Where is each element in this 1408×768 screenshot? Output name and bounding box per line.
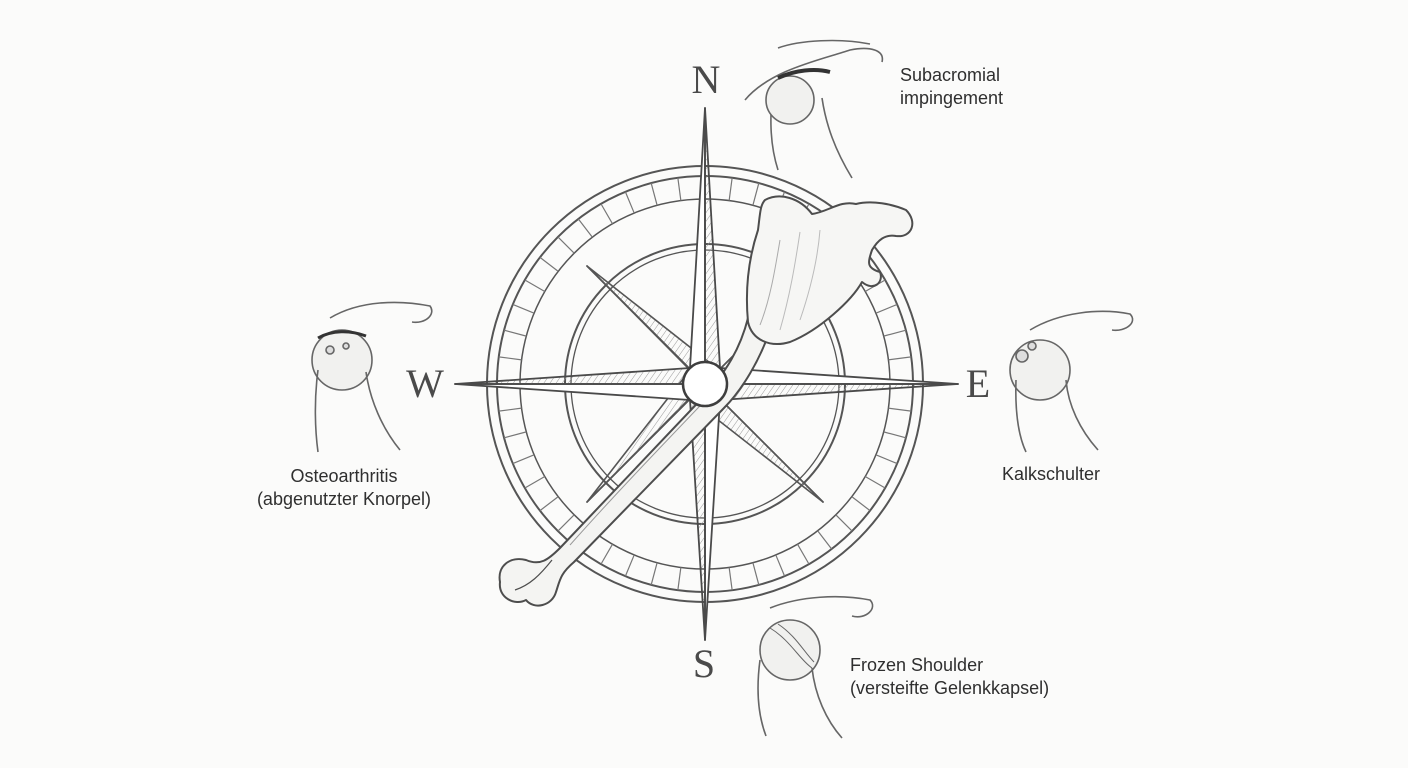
label-subacromial-impingement: Subacromial impingement	[900, 64, 1003, 110]
ring-tick	[728, 177, 733, 201]
ring-tick	[888, 407, 912, 412]
label-frozen-shoulder: Frozen Shoulder (versteifte Gelenkkapsel…	[850, 654, 1049, 700]
ring-tick	[677, 177, 682, 201]
cardinal-east: E	[965, 361, 991, 406]
label-line: Osteoarthritis	[290, 466, 398, 486]
label-line: Frozen Shoulder	[850, 655, 984, 675]
ring-tick	[539, 496, 559, 512]
ring-tick	[864, 475, 886, 489]
ring-tick	[752, 182, 760, 206]
ring-tick	[728, 567, 733, 591]
label-line: Subacromial	[900, 65, 1001, 85]
ring-tick	[624, 554, 635, 577]
ring-tick	[600, 543, 614, 565]
label-osteoarthritis: Osteoarthritis (abgenutzter Knorpel)	[244, 465, 444, 511]
shoulder-sketch-calcific	[1009, 310, 1134, 453]
scapula-drawing	[745, 195, 914, 345]
cardinal-north: N	[691, 57, 721, 102]
shoulder-sketch-osteoarthritis	[311, 301, 433, 453]
ring-tick	[677, 567, 682, 591]
cardinal-west: W	[406, 361, 444, 406]
ring-tick	[524, 475, 546, 489]
ring-tick	[524, 279, 546, 293]
cardinal-south: S	[692, 641, 716, 686]
ring-tick	[600, 203, 614, 225]
shoulder-sketch-impingement	[744, 39, 884, 179]
ring-tick	[498, 356, 522, 361]
shoulder-sketch-frozen	[757, 595, 874, 739]
ring-tick	[875, 454, 898, 465]
ring-tick	[498, 407, 522, 412]
ring-tick	[883, 329, 907, 337]
label-line: impingement	[900, 88, 1004, 108]
ring-tick	[817, 530, 833, 550]
label-line: Kalkschulter	[1002, 464, 1101, 484]
ring-tick	[888, 356, 912, 361]
ring-tick	[624, 191, 635, 214]
ring-tick	[557, 236, 575, 254]
ring-tick	[835, 514, 853, 532]
label-line: (versteifte Gelenkkapsel)	[850, 678, 1050, 698]
ring-tick	[512, 303, 535, 314]
ring-tick	[775, 554, 786, 577]
ring-tick	[650, 182, 658, 206]
ring-tick	[557, 514, 575, 532]
ring-tick	[883, 431, 907, 439]
ring-tick	[851, 496, 871, 512]
ring-tick	[539, 256, 559, 272]
label-line: (abgenutzter Knorpel)	[256, 489, 432, 509]
label-kalkschulter: Kalkschulter	[1002, 463, 1100, 486]
ring-tick	[503, 431, 527, 439]
ring-tick	[875, 303, 898, 314]
ring-tick	[752, 562, 760, 586]
ring-tick	[650, 562, 658, 586]
ring-tick	[577, 218, 593, 238]
humerus-bone-drawing	[498, 317, 771, 607]
ring-tick	[512, 454, 535, 465]
compass-center-hub	[681, 360, 729, 408]
ring-tick	[503, 329, 527, 337]
ring-tick	[796, 543, 810, 565]
